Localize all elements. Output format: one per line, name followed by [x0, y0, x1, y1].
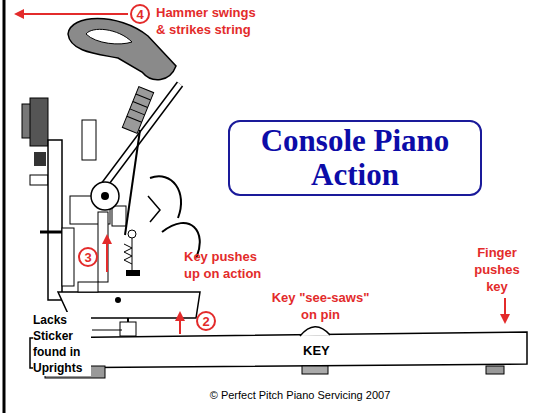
- motion-arrow: [504, 298, 506, 322]
- hammer-butt: [91, 182, 119, 210]
- flange: [112, 206, 126, 226]
- step-note: Key "see-saws" on pin: [268, 289, 373, 323]
- bracket-tab: [30, 175, 48, 185]
- key-lever: [30, 332, 527, 368]
- step-note: Key pushes up on action: [184, 248, 269, 282]
- leader-line: [92, 330, 122, 331]
- hammer-shank-fill: [102, 84, 180, 188]
- damper-head: [30, 98, 48, 146]
- capstan: [120, 322, 136, 336]
- step-note: Finger pushes key: [466, 244, 528, 295]
- rail-bolt: [40, 231, 62, 234]
- motion-arrow: [106, 236, 108, 272]
- spring: [124, 244, 132, 264]
- damper-felt: [122, 87, 153, 134]
- damper-lever: [82, 120, 96, 160]
- callout-number: 2: [196, 311, 216, 331]
- step-note: Hammer swings & strikes string: [156, 4, 262, 38]
- part-label: KEY: [303, 343, 343, 358]
- damper-spoon: [34, 152, 46, 166]
- callout-number: 3: [78, 247, 98, 267]
- front-rail: [486, 366, 504, 374]
- motion-arrow: [179, 313, 181, 334]
- string-plane: [3, 0, 6, 413]
- catcher: [148, 196, 160, 222]
- hammer-shank: [102, 84, 180, 188]
- balance-rail: [302, 366, 328, 374]
- motion-arrow: [16, 13, 128, 15]
- callout-number: 4: [130, 4, 150, 24]
- butt-pin: [101, 192, 109, 200]
- hammer-rail: [62, 228, 74, 286]
- balance-pin: [300, 327, 330, 336]
- regulating-button: [128, 230, 136, 238]
- bridle-wire: [150, 176, 181, 218]
- title: Console Piano Action: [240, 124, 470, 192]
- regulating-screw: [132, 238, 133, 272]
- capstan-screw: [127, 318, 129, 322]
- damper-wire: [125, 130, 140, 235]
- part-note: Lacks Sticker found in Uprights: [33, 312, 91, 376]
- whippen-flange: [78, 282, 98, 292]
- copyright: © Perfect Pitch Piano Servicing 2007: [150, 389, 450, 402]
- hammer-felt-inner: [86, 29, 132, 44]
- title-box: Console Piano Action: [228, 120, 482, 196]
- regulating-nut: [126, 270, 140, 276]
- jack: [98, 212, 108, 282]
- action-bracket: [48, 140, 62, 300]
- whippen-pin: [115, 297, 121, 303]
